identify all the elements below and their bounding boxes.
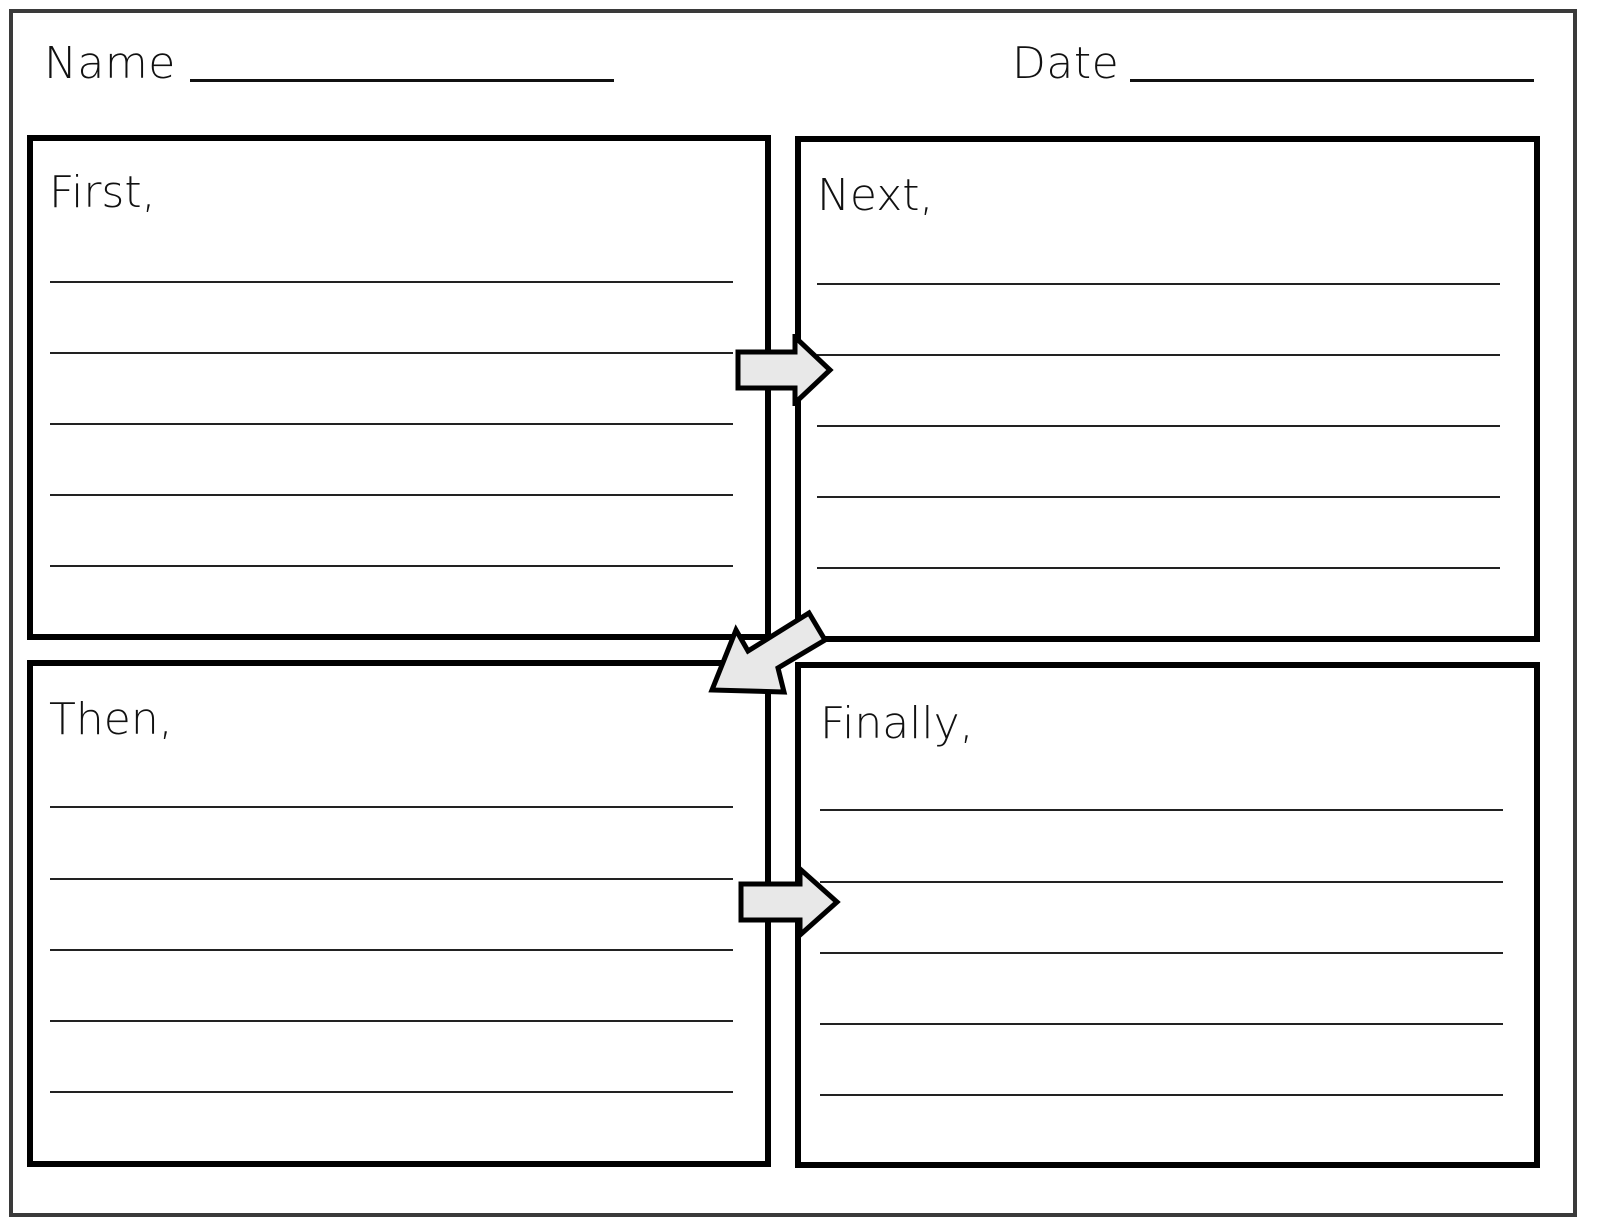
writing-line[interactable]	[50, 1020, 733, 1022]
writing-line[interactable]	[817, 567, 1500, 569]
box-title-next: Next,	[817, 170, 934, 221]
date-label: Date	[1012, 38, 1120, 89]
writing-line[interactable]	[817, 354, 1500, 356]
writing-line[interactable]	[50, 1091, 733, 1093]
date-field[interactable]	[1130, 79, 1534, 82]
box-first: First,	[27, 135, 771, 640]
writing-line[interactable]	[820, 1094, 1503, 1096]
writing-line[interactable]	[50, 352, 733, 354]
name-field[interactable]	[190, 79, 614, 82]
writing-line[interactable]	[50, 949, 733, 951]
writing-line[interactable]	[820, 1023, 1503, 1025]
writing-line[interactable]	[50, 423, 733, 425]
box-finally: Finally,	[795, 662, 1540, 1168]
writing-line[interactable]	[50, 806, 733, 808]
box-title-first: First,	[49, 167, 156, 218]
arrow-down-left-icon	[708, 609, 829, 695]
writing-line[interactable]	[820, 881, 1503, 883]
name-label: Name	[44, 38, 176, 89]
writing-line[interactable]	[50, 281, 733, 283]
writing-line[interactable]	[50, 494, 733, 496]
box-title-finally: Finally,	[820, 698, 974, 749]
writing-line[interactable]	[820, 809, 1503, 811]
writing-line[interactable]	[50, 565, 733, 567]
writing-line[interactable]	[817, 283, 1500, 285]
box-then: Then,	[27, 660, 771, 1167]
writing-line[interactable]	[817, 425, 1500, 427]
writing-line[interactable]	[50, 878, 733, 880]
box-next: Next,	[795, 136, 1540, 642]
arrow-right-icon	[738, 866, 841, 938]
arrow-right-icon	[735, 334, 834, 406]
box-title-then: Then,	[49, 694, 173, 745]
writing-line[interactable]	[820, 952, 1503, 954]
writing-line[interactable]	[817, 496, 1500, 498]
